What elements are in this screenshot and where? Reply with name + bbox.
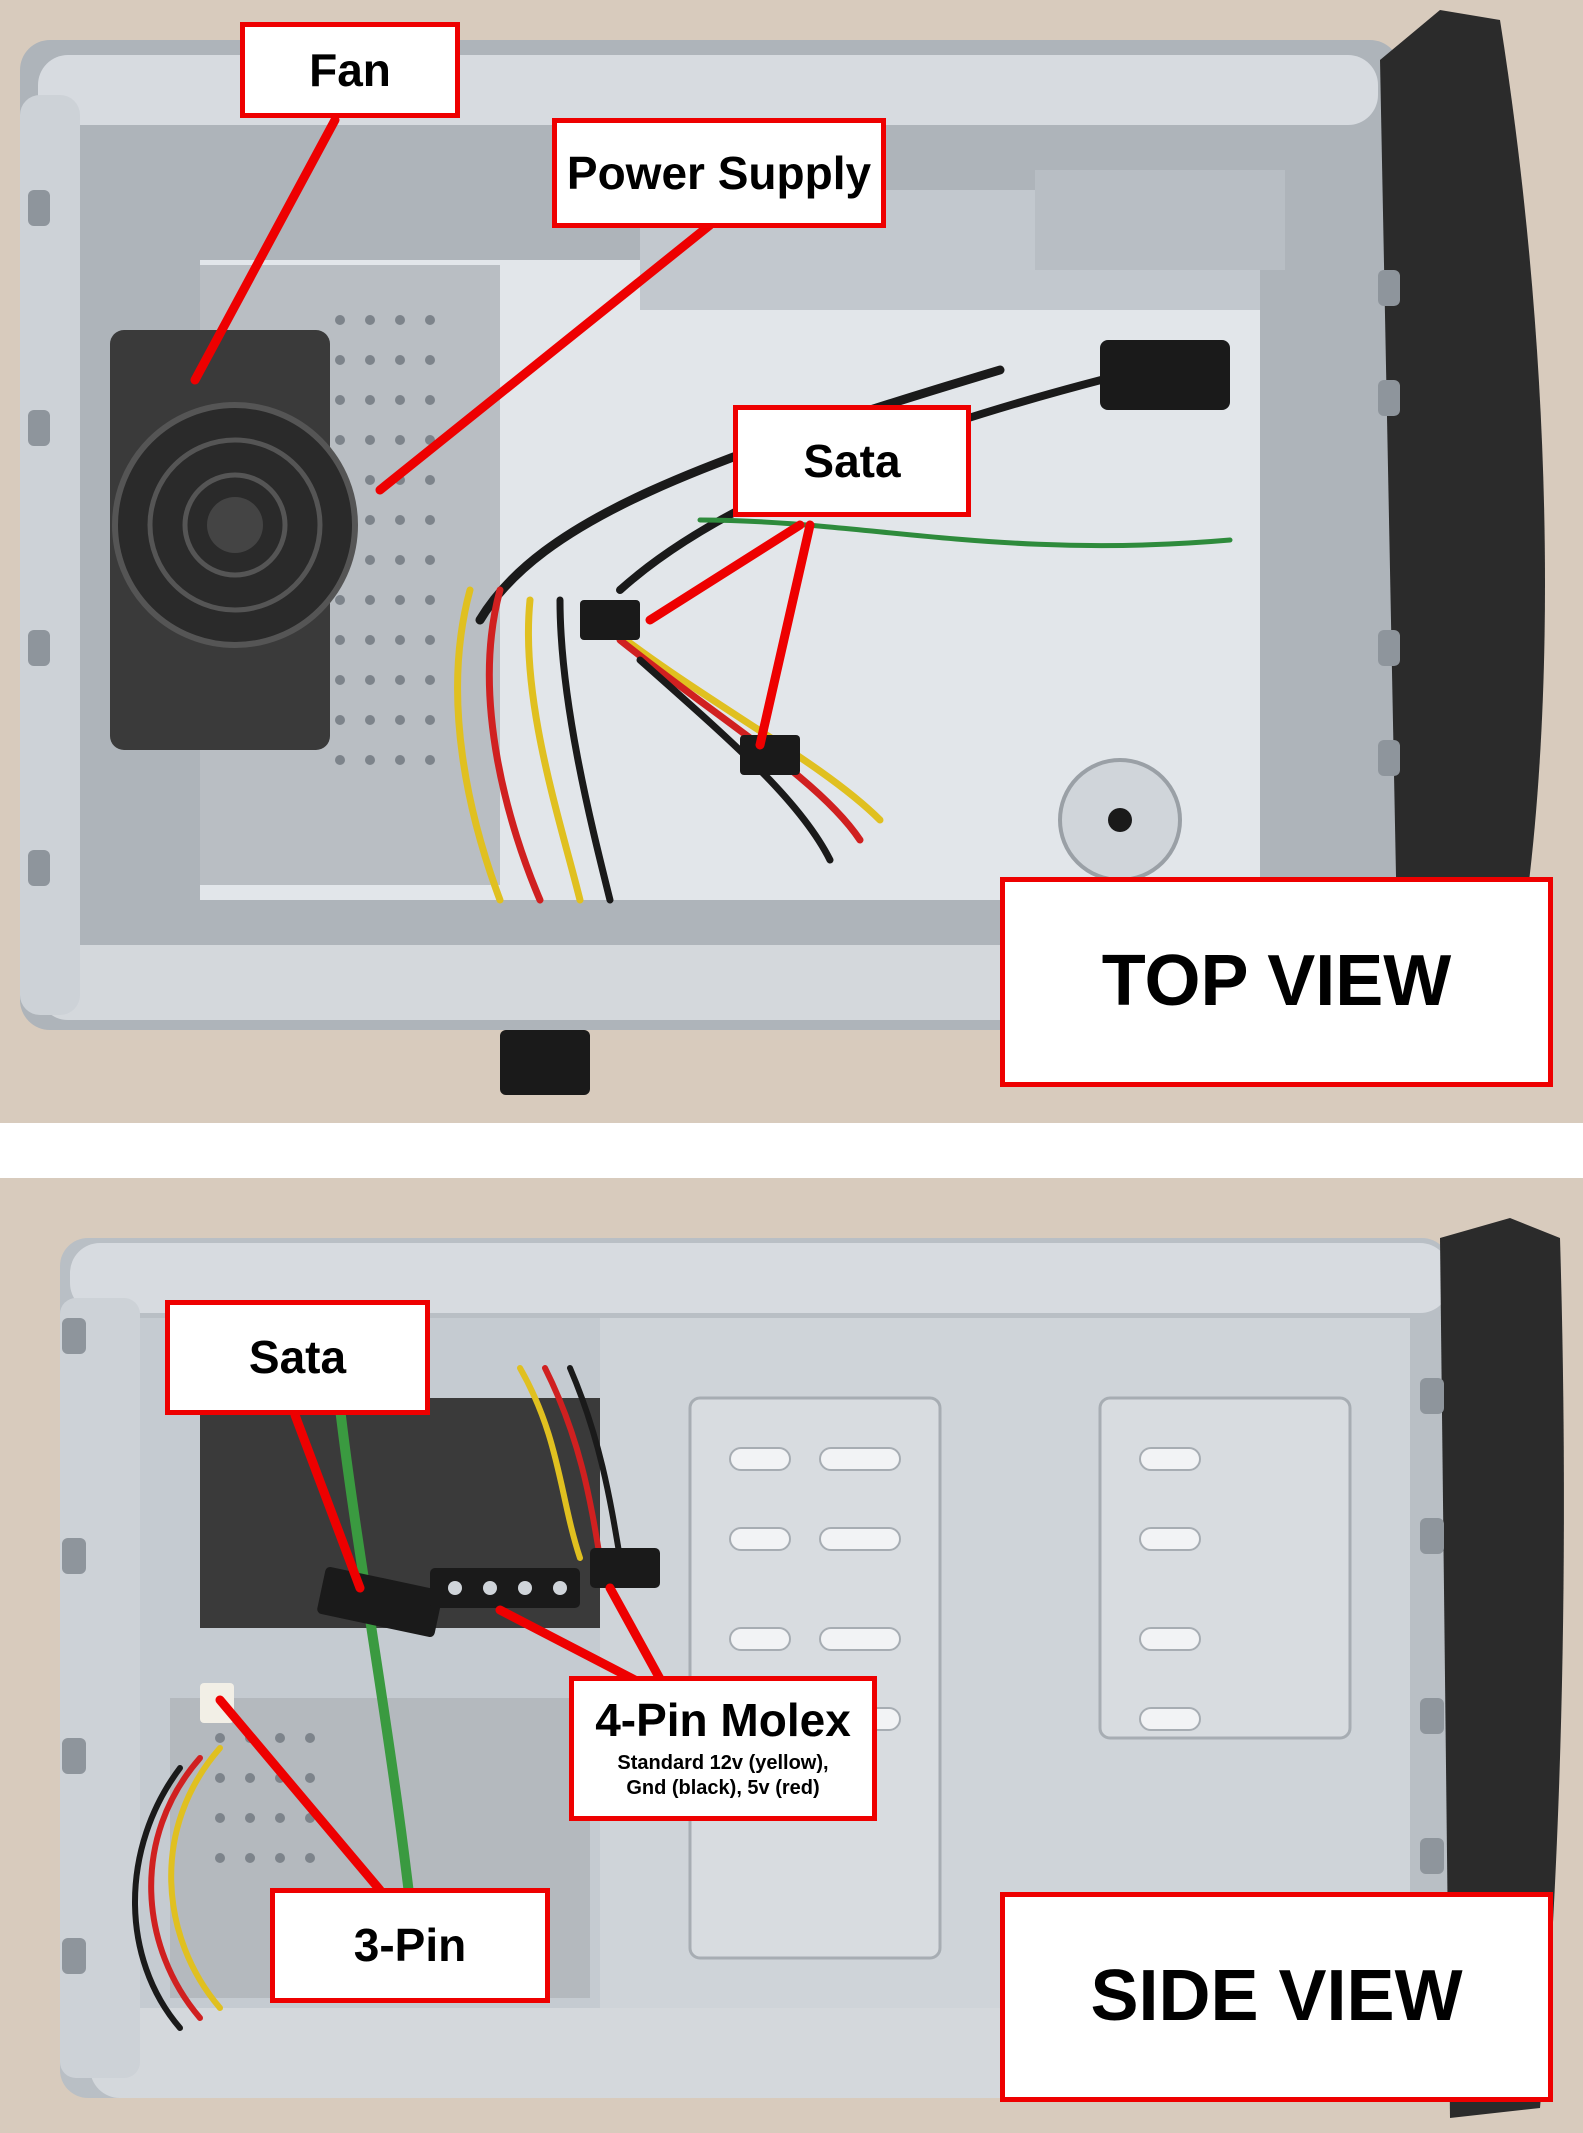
top-view-heading-text: TOP VIEW [1101, 941, 1452, 1022]
drive-mount [1035, 170, 1285, 270]
bottom-cable-connector [500, 1030, 590, 1095]
molex-label-detail-line1: Standard 12v (yellow), [617, 1751, 829, 1774]
sata-label-side-text: Sata [248, 1331, 347, 1384]
frame-slots [28, 190, 1400, 886]
sata-label-top-text: Sata [803, 434, 901, 487]
molex-connector [430, 1568, 580, 1608]
top-rail [38, 55, 1378, 125]
power-supply-label-text: Power Supply [566, 146, 872, 199]
sata-label-top: Sata [733, 405, 971, 517]
power-supply-label: Power Supply [552, 118, 886, 228]
molex-label-detail-line2: Gnd (black), 5v (red) [626, 1776, 820, 1799]
left-rail [20, 95, 80, 1015]
side-view-heading-text: SIDE VIEW [1090, 1956, 1463, 2037]
molex-label-title: 4-Pin Molex [595, 1694, 851, 1747]
three-pin-connector [200, 1683, 234, 1723]
side-view-photo: Sata 4-Pin Molex Standard 12v (yellow), … [0, 1178, 1583, 2133]
molex-label: 4-Pin Molex Standard 12v (yellow), Gnd (… [569, 1676, 877, 1821]
sata-connector-1 [580, 600, 640, 640]
fan-label: Fan [240, 22, 460, 118]
sata-label-side: Sata [165, 1300, 430, 1415]
side-view-heading: SIDE VIEW [1000, 1892, 1553, 2102]
drive-bay-2 [1098, 1396, 1352, 1740]
fan-label-text: Fan [309, 43, 391, 96]
front-bezel [1380, 10, 1545, 1080]
three-pin-label-text: 3-Pin [353, 1919, 467, 1972]
top-view-heading: TOP VIEW [1000, 877, 1553, 1087]
sata-connector-2 [740, 735, 800, 775]
front-io-connector [1100, 340, 1230, 410]
top-view-photo: Fan Power Supply Sata TOP VIEW [0, 0, 1583, 1123]
left-rail [60, 1298, 140, 2078]
second-connector [590, 1548, 660, 1588]
three-pin-label: 3-Pin [270, 1888, 550, 2003]
frame-slots [62, 1318, 1444, 1974]
top-rail [70, 1243, 1450, 1313]
